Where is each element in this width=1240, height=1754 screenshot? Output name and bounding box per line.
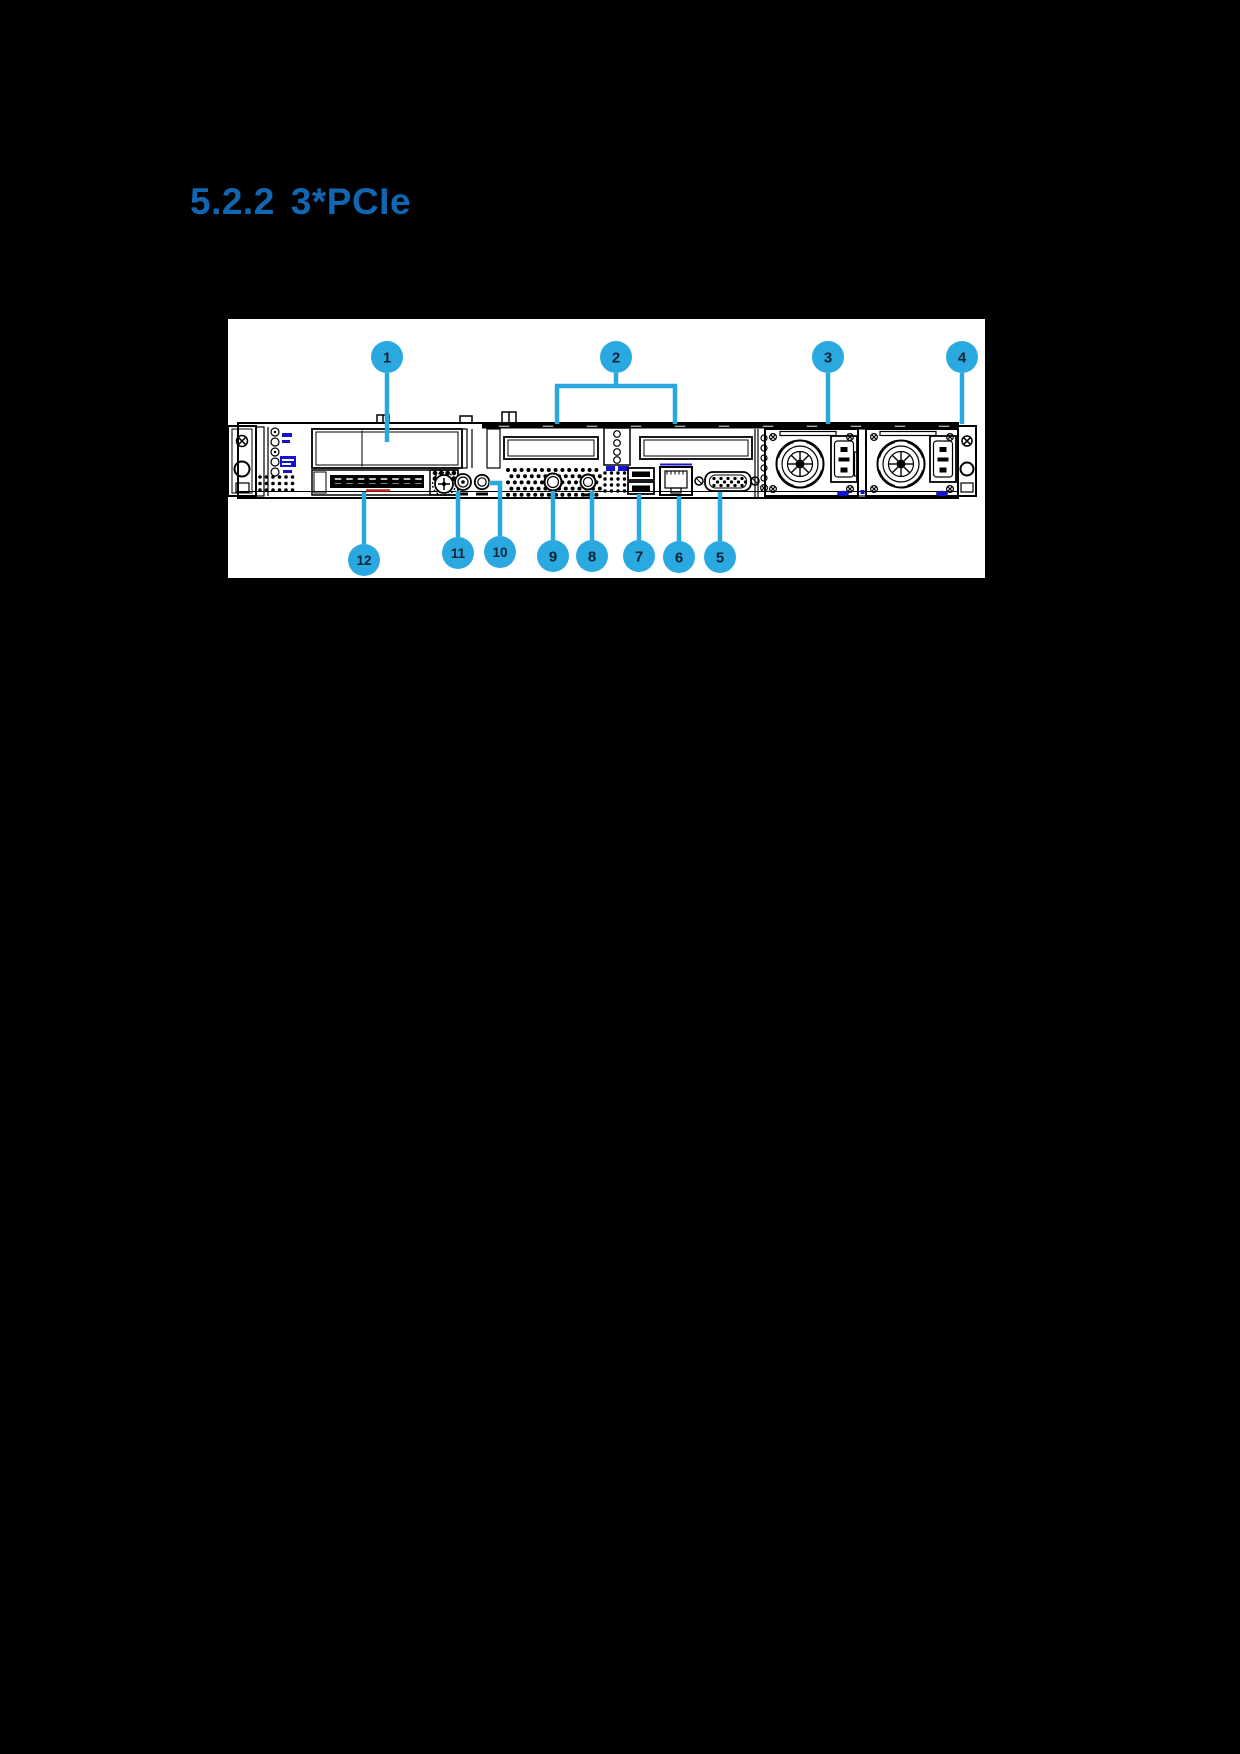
svg-text:2: 2	[612, 349, 620, 366]
vent-left	[258, 475, 295, 492]
callout-3: 3	[812, 341, 844, 424]
callout-1: 1	[371, 341, 403, 442]
psu-1-handle	[779, 430, 837, 437]
callout-12: 12	[348, 492, 380, 576]
svg-text:9: 9	[549, 548, 557, 565]
right-rack-ear	[957, 425, 977, 497]
svg-text:3: 3	[824, 349, 832, 366]
svg-text:5: 5	[716, 549, 724, 566]
svg-text:12: 12	[356, 553, 371, 568]
ear-slot	[960, 482, 974, 493]
svg-text:8: 8	[588, 548, 596, 565]
callout-9: 9	[537, 491, 569, 572]
pcie-riser-cage	[461, 427, 769, 497]
callout-8: 8	[576, 491, 608, 572]
psu-2-handle	[879, 430, 937, 437]
round-port-1	[454, 473, 472, 496]
svg-text:10: 10	[492, 545, 507, 560]
rj45-port	[659, 463, 693, 496]
vga-screw-left	[694, 476, 704, 486]
pcie-riser-slot-a	[503, 436, 599, 460]
section-heading: 5.2.2 3*PCIe	[190, 181, 411, 223]
indicator-column	[255, 426, 280, 497]
pcie-riser-slot-b	[639, 436, 753, 460]
vga-pins	[712, 476, 748, 488]
svg-text:4: 4	[958, 349, 967, 366]
section-number: 5.2.2	[190, 180, 275, 222]
top-rail-ticks	[497, 424, 951, 429]
callout-2: 2	[554, 341, 678, 424]
svg-text:11: 11	[451, 546, 466, 561]
psu-2-latch	[936, 490, 948, 497]
callout-6: 6	[663, 496, 695, 573]
callout-5: 5	[704, 492, 736, 573]
panel-button-2	[579, 473, 597, 497]
rj45-pins	[666, 471, 688, 475]
svg-text:6: 6	[675, 549, 683, 566]
svg-text:1: 1	[383, 349, 391, 366]
ear-hole	[959, 461, 975, 477]
callout-4: 4	[946, 341, 978, 424]
vga-port	[694, 471, 760, 492]
callout-11: 11	[442, 491, 474, 569]
ocp-connector-pins	[333, 476, 424, 486]
ear-screw-icon	[961, 435, 973, 447]
panel-button-1	[543, 472, 563, 497]
ear-slot	[235, 482, 250, 493]
svg-text:7: 7	[635, 548, 643, 565]
section-title: 3*PCIe	[290, 180, 412, 222]
ear-hole	[233, 460, 251, 478]
connector-cluster-dots	[603, 471, 627, 493]
indicator-labels	[280, 433, 296, 473]
riser-mid-bracket	[603, 427, 631, 471]
chassis	[237, 411, 959, 499]
ocp-card-slot	[311, 469, 459, 496]
ear-screw-icon	[235, 434, 249, 448]
callout-7: 7	[623, 494, 655, 572]
callout-10: 10	[484, 480, 516, 568]
psu-1-latch	[837, 490, 849, 497]
